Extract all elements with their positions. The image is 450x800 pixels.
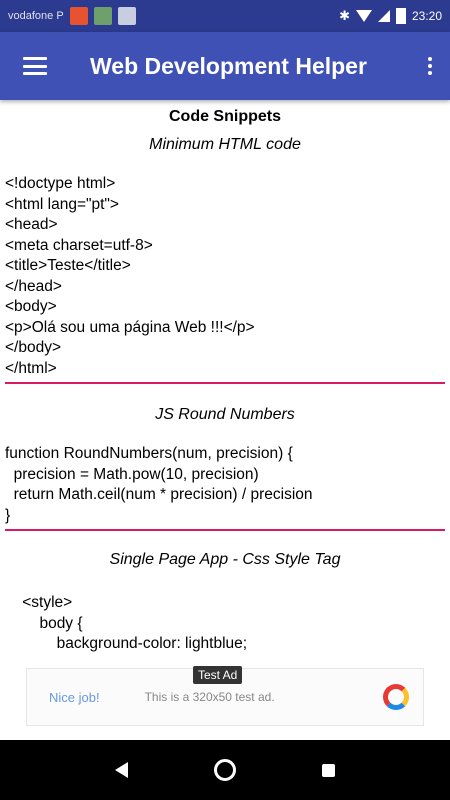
carrier-name: vodafone P	[8, 10, 64, 22]
system-nav-bar	[0, 740, 450, 800]
snippet-title: Single Page App - Css Style Tag	[109, 551, 341, 568]
snippet-card: JS Round Numbers function RoundNumbers(n…	[5, 406, 445, 531]
overflow-menu-icon[interactable]	[410, 32, 450, 100]
page-title: Code Snippets	[168, 108, 281, 125]
snippet-card: Minimum HTML code <!doctype html> <html …	[5, 136, 445, 384]
ad-cta: Nice job!	[49, 689, 100, 705]
snippet-title: JS Round Numbers	[155, 406, 295, 423]
signal-icon	[377, 10, 390, 22]
snippets-scroll-area[interactable]: Code Snippets Minimum HTML code <!doctyp…	[0, 100, 450, 664]
status-bar: vodafone P ✱ 23:20	[0, 0, 450, 32]
ad-label: Test Ad	[193, 666, 243, 684]
snippet-code: <!doctype html> <html lang="pt"> <head> …	[5, 175, 255, 377]
ad-logo-icon	[383, 684, 409, 710]
recents-icon	[321, 763, 335, 777]
notification-orange-icon	[69, 7, 88, 25]
snippet-title: Minimum HTML code	[149, 136, 301, 153]
ad-text: This is a 320x50 test ad.	[144, 690, 275, 704]
hamburger-menu-icon	[23, 57, 47, 75]
app-bar: Web Development Helper	[0, 32, 450, 100]
battery-icon	[395, 8, 406, 24]
snippet-code: <style> body { background-color: lightbl…	[22, 594, 248, 652]
status-time: 23:20	[411, 9, 442, 23]
snippet-divider	[5, 529, 445, 531]
snippet-card: Single Page App - Css Style Tag <style> …	[5, 551, 445, 655]
notification-image-icon	[117, 7, 136, 25]
notification-app-icon	[93, 7, 112, 25]
bluetooth-icon: ✱	[339, 8, 350, 23]
wifi-icon	[355, 10, 372, 22]
menu-button[interactable]	[0, 32, 70, 100]
home-icon	[213, 759, 236, 781]
app-title: Web Development Helper	[90, 52, 367, 79]
snippet-code: function RoundNumbers(num, precision) { …	[5, 445, 313, 524]
home-button[interactable]	[205, 750, 245, 790]
snippet-divider	[5, 382, 445, 384]
back-icon	[115, 762, 129, 778]
recents-button[interactable]	[308, 750, 348, 790]
back-button[interactable]	[102, 750, 142, 790]
